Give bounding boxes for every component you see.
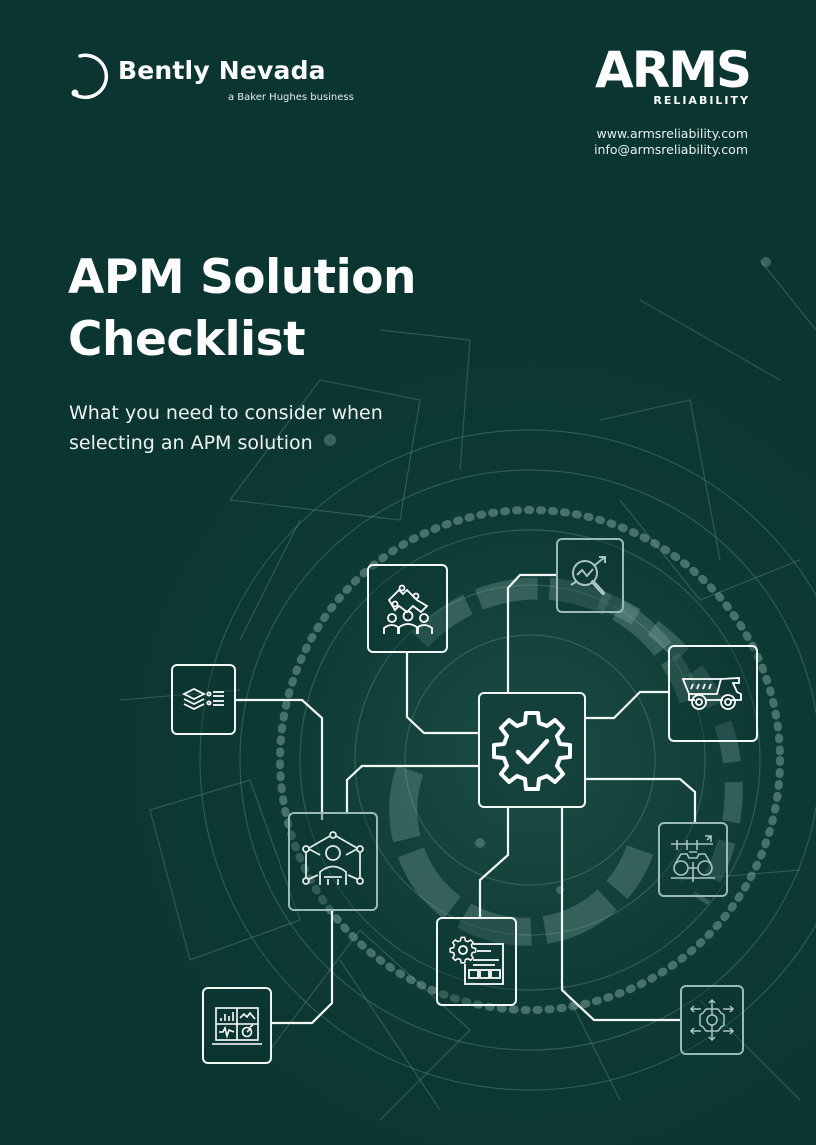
person-network-icon <box>302 830 364 885</box>
dump-truck-icon <box>681 676 742 710</box>
node-mining-truck <box>668 645 758 742</box>
node-vehicle-design <box>658 822 728 897</box>
node-dashboard <box>202 987 272 1064</box>
gear-check-icon <box>492 711 572 791</box>
node-analytics <box>556 538 624 613</box>
page-title: APM Solution Checklist <box>68 247 417 371</box>
center-node <box>478 692 586 808</box>
contact-info: www.armsreliability.com info@armsreliabi… <box>594 126 748 158</box>
dashboard-monitor-icon <box>212 1006 262 1045</box>
bently-nevada-tagline: a Baker Hughes business <box>228 92 354 103</box>
email-link[interactable]: info@armsreliability.com <box>594 142 748 157</box>
node-collaboration <box>367 564 448 653</box>
node-distribution <box>680 985 744 1055</box>
vehicle-blueprint-icon <box>671 834 715 882</box>
node-configuration <box>436 917 517 1006</box>
page-subtitle: What you need to consider when selecting… <box>69 398 383 458</box>
settings-window-icon <box>448 936 504 985</box>
arms-tagline: RELIABILITY <box>653 94 750 107</box>
bently-nevada-logo: Bently Nevada a Baker Hughes business <box>66 48 356 110</box>
title-line-1: APM Solution <box>68 250 417 305</box>
website-link[interactable]: www.armsreliability.com <box>596 126 748 141</box>
arms-reliability-logo: ARMS RELIABILITY <box>550 41 752 107</box>
gear-arrows-icon <box>689 998 735 1042</box>
bently-nevada-name: Bently Nevada <box>118 56 326 85</box>
title-line-2: Checklist <box>68 312 306 367</box>
node-data-layers <box>171 664 236 735</box>
magnifier-trend-icon <box>570 555 606 595</box>
bently-nevada-ring-icon <box>71 53 109 100</box>
arms-wordmark: ARMS <box>595 41 752 99</box>
subtitle-line-1: What you need to consider when <box>69 402 383 424</box>
subtitle-line-2: selecting an APM solution <box>69 432 313 454</box>
layers-list-icon <box>181 687 224 710</box>
team-puzzle-icon <box>382 584 433 634</box>
node-people-network <box>288 812 378 911</box>
